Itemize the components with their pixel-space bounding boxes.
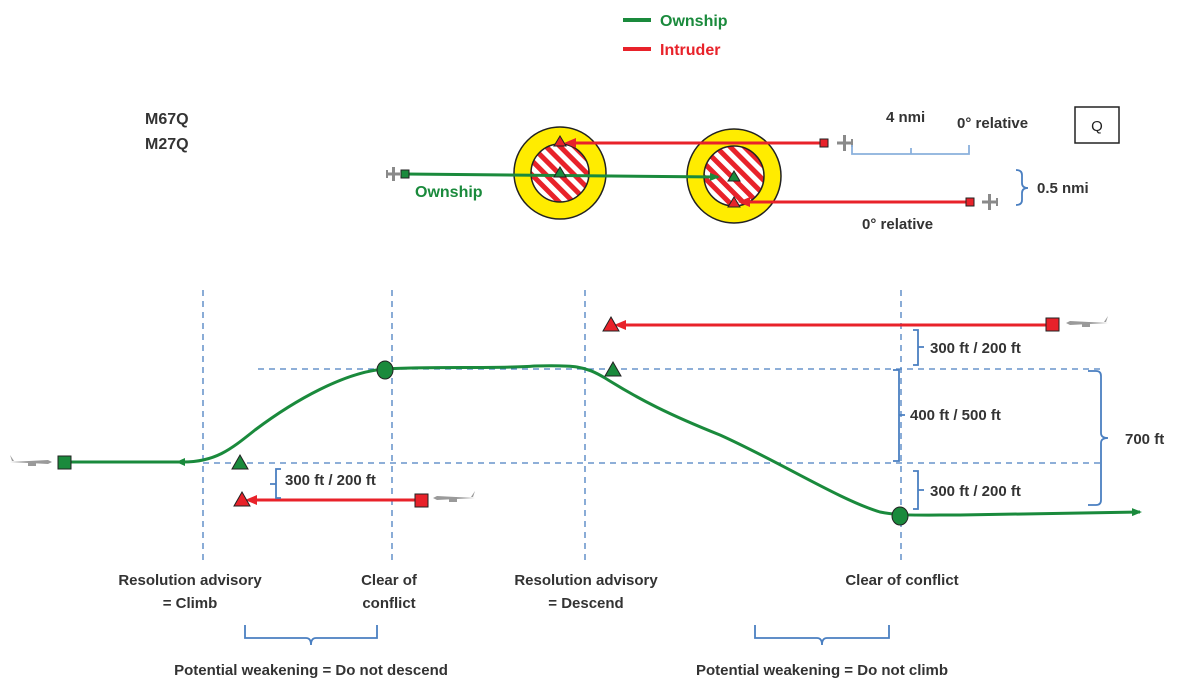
intruder-start-profile-lower: [414, 493, 429, 508]
ownship-aircraft-icon-profile: [10, 455, 52, 466]
weakening-left-bracket: [244, 625, 378, 646]
intruder-aircraft-icon-profile-upper: [1066, 316, 1108, 327]
weakening-left-label: Potential weakening = Do not descend: [174, 662, 448, 679]
total-gap-label: 700 ft: [1125, 431, 1164, 448]
legend-intruder-label: Intruder: [660, 42, 720, 59]
ownship-marker-top-2: [727, 170, 741, 182]
intruder-start-top-1: [819, 138, 829, 148]
weakening-right-label: Potential weakening = Do not climb: [696, 662, 948, 679]
separation-horizontal-bracket: [851, 145, 970, 155]
ownship-clear-marker-2: [891, 506, 909, 526]
total-gap-bracket: [1088, 370, 1109, 506]
ra-climb-label-line2: = Climb: [163, 595, 218, 612]
ownship-ra-climb-marker: [231, 453, 249, 470]
separation-horizontal-label: 4 nmi: [886, 109, 925, 126]
left-gap-bracket: [270, 468, 281, 499]
ownship-aircraft-icon-top: [386, 167, 400, 181]
ownship-ra-descend-marker: [604, 360, 622, 377]
lower-gap-bracket: [913, 470, 924, 510]
intruder-end-top-1: [553, 135, 567, 147]
middle-gap-label: 400 ft / 500 ft: [910, 407, 1001, 424]
ownship-marker-top-1: [553, 166, 567, 178]
upper-gap-bracket: [913, 329, 924, 366]
intruder-start-top-2: [965, 197, 975, 207]
ownship-backtrack-arrow: [176, 458, 185, 466]
legend: Ownship Intruder: [623, 13, 728, 59]
intruder-ra-marker-upper: [602, 315, 620, 332]
ownship-start-top: [400, 169, 410, 179]
ownship-label-top: Ownship: [415, 184, 483, 201]
intruder-aircraft-icon-profile-lower: [433, 491, 475, 502]
relative-bearing-upper: 0° relative: [957, 115, 1028, 132]
intruder-end-top-2: [727, 196, 741, 208]
annotations: Resolution advisory = Climb Clear of con…: [118, 572, 958, 679]
intruder-ra-marker-lower: [233, 490, 251, 507]
profile-view: 300 ft / 200 ft 400 ft / 500 ft 300 ft /…: [10, 290, 1164, 562]
intruder-aircraft-icon-top-2: [982, 194, 998, 210]
middle-gap-bracket: [893, 369, 905, 462]
relative-bearing-lower: 0° relative: [862, 216, 933, 233]
left-gap-label: 300 ft / 200 ft: [285, 472, 376, 489]
ra-descend-label-line2: = Descend: [548, 595, 623, 612]
top-view: Ownship 4 nmi 0° relative 0.5 nmi 0° rel…: [386, 109, 1089, 233]
separation-lateral-label: 0.5 nmi: [1037, 180, 1089, 197]
ra-descend-label-line1: Resolution advisory: [514, 572, 658, 589]
q-box: [1074, 106, 1120, 144]
legend-ownship-label: Ownship: [660, 13, 728, 30]
q-box-label: Q: [1091, 118, 1103, 135]
clear-of-conflict-2: Clear of conflict: [845, 572, 958, 589]
upper-gap-label: 300 ft / 200 ft: [930, 340, 1021, 357]
lower-gap-label: 300 ft / 200 ft: [930, 483, 1021, 500]
encounter-id-1: M67Q: [145, 111, 189, 128]
intruder-start-profile-upper: [1045, 317, 1060, 332]
separation-lateral-bracket: [1015, 169, 1029, 206]
intruder-aircraft-icon-top-1: [837, 135, 853, 151]
ownship-start-profile: [57, 455, 72, 470]
encounter-id-2: M27Q: [145, 136, 189, 153]
ownship-profile-track: [64, 364, 1142, 517]
weakening-right-bracket: [754, 625, 890, 646]
clear-of-conflict-1-line2: conflict: [362, 595, 415, 612]
ownship-clear-marker-1: [376, 360, 394, 380]
ra-climb-label-line1: Resolution advisory: [118, 572, 262, 589]
clear-of-conflict-1-line1: Clear of: [361, 572, 418, 589]
